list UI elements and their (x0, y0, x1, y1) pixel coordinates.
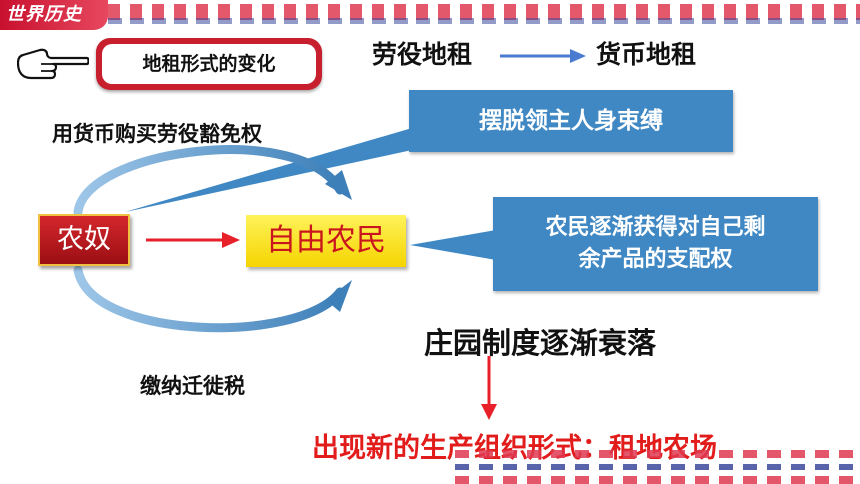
free-peasant-box: 自由农民 (246, 215, 406, 267)
surplus-callout-line2: 余产品的支配权 (578, 247, 733, 272)
logo: 世界历史 (0, 0, 108, 30)
top-decorative-stripe-blue (108, 18, 860, 24)
upper-arc-arrow (73, 145, 345, 217)
rent-from-label: 劳役地租 (372, 40, 473, 69)
purchase-exemption-label: 用货币购买劳役豁免权 (52, 122, 262, 146)
page-title: 地租形式的变化 (102, 44, 316, 84)
surplus-callout: 农民逐渐获得对自己剩 余产品的支配权 (493, 197, 818, 291)
rent-to-label: 货币地租 (596, 40, 697, 69)
pointing-hand-icon (17, 48, 89, 80)
rent-arrow-icon (500, 49, 586, 63)
escape-callout: 摆脱领主人身束缚 (409, 90, 733, 152)
bottom-decorative-stripe (455, 450, 860, 484)
serf-box: 农奴 (38, 214, 130, 266)
title-pill: 地租形式的变化 (96, 38, 322, 90)
pay-tax-label: 缴纳迁徙税 (140, 374, 245, 398)
surplus-callout-line1: 农民逐渐获得对自己剩 (545, 215, 766, 240)
surplus-callout-pointer (410, 230, 496, 260)
top-decorative-stripe (108, 4, 860, 20)
manor-decline-label: 庄园制度逐渐衰落 (424, 326, 657, 360)
lower-arc-arrow (73, 265, 345, 333)
